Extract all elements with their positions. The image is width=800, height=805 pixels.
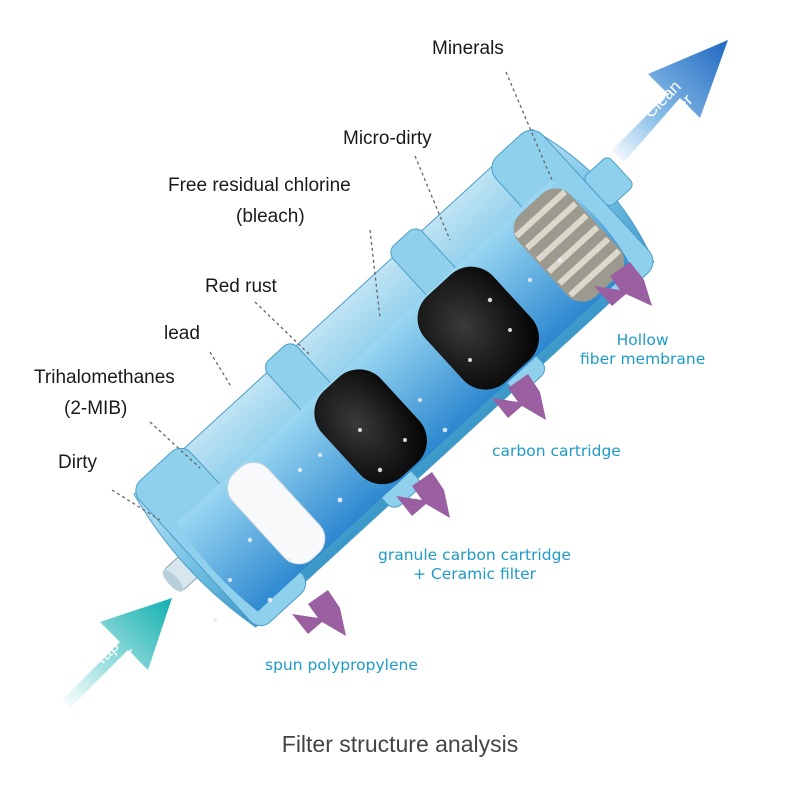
label-dirty: Dirty: [58, 452, 98, 473]
particles: [213, 257, 563, 622]
label-granule-line2: + Ceramic filter: [412, 565, 537, 584]
label-granule-line1: granule carbon cartridge: [378, 546, 571, 564]
label-thm: Trihalomethanes: [34, 367, 175, 388]
label-hollow-fiber-line1: Hollow: [616, 331, 669, 349]
label-carbon-cartridge: carbon cartridge: [492, 442, 621, 460]
label-chlorine: Free residual chlorine: [168, 175, 351, 196]
label-spun-polypropylene: spun polypropylene: [265, 656, 418, 674]
label-chlorine-sub: (bleach): [236, 206, 305, 227]
label-hollow-fiber-line2: fiber membrane: [580, 350, 706, 369]
label-minerals: Minerals: [432, 38, 504, 59]
component-pointers: [292, 262, 652, 636]
label-micro-dirty: Micro-dirty: [343, 128, 432, 149]
tap-water-arrow: [62, 598, 172, 708]
caption: Filter structure analysis: [281, 731, 519, 757]
clean-water-arrow: [612, 40, 728, 162]
label-lead: lead: [164, 323, 200, 344]
label-red-rust: Red rust: [205, 276, 277, 297]
label-thm-sub: (2-MIB): [64, 398, 128, 419]
filter-housing: [133, 128, 655, 628]
label-hollow-fiber: Hollow fiber membrane: [580, 331, 705, 370]
label-granule-carbon: granule carbon cartridge + Ceramic filte…: [378, 546, 571, 585]
leader-lines: [111, 71, 553, 521]
